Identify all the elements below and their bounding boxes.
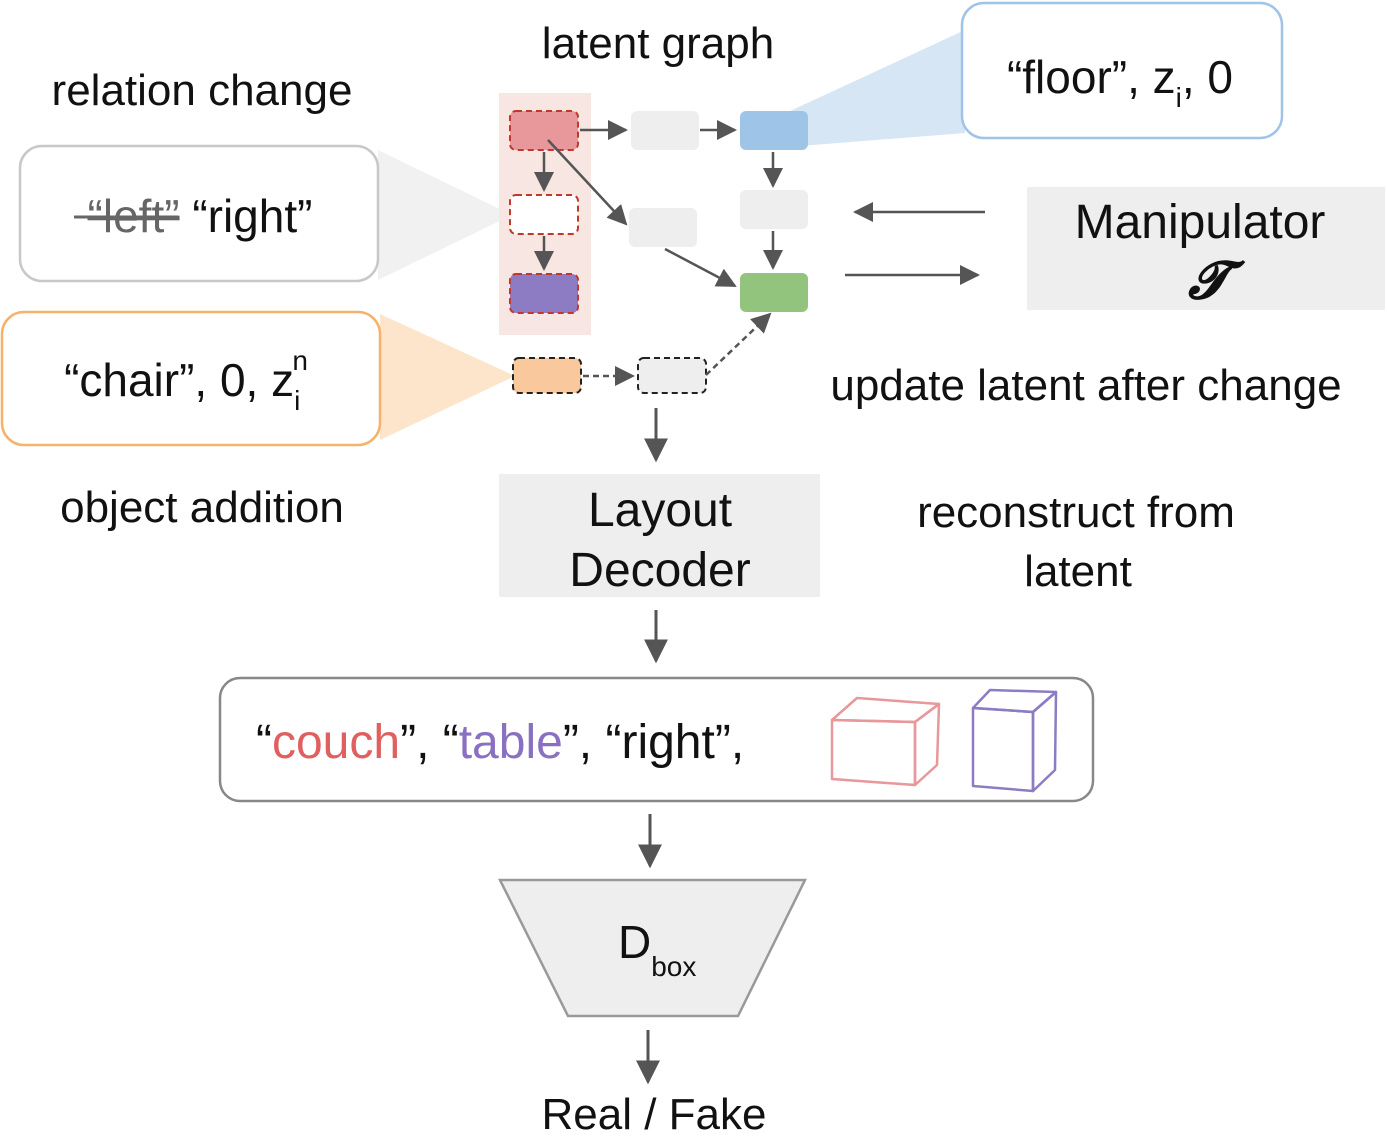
reconstruct-label-line1: reconstruct from <box>917 488 1235 537</box>
relation-callout-wedge <box>378 150 512 280</box>
layout-decoder-line1: Layout <box>588 484 732 537</box>
graph-edges <box>534 120 783 386</box>
node-table-changed <box>509 273 579 314</box>
chair-box <box>0 310 382 447</box>
new-relation-text: “right” <box>192 190 312 242</box>
output-text: “couch”, “table”, “right”, <box>256 716 744 769</box>
node-chair-added <box>512 357 582 394</box>
layout-decoder-box <box>499 474 820 597</box>
real-fake-label: Real / Fake <box>542 1090 767 1136</box>
layout-decoder-line2: Decoder <box>569 544 750 597</box>
discriminator-label: Dbox <box>618 916 696 982</box>
relation-box <box>18 144 380 283</box>
couch-word: couch <box>272 716 400 769</box>
couch-box-3d <box>830 696 941 787</box>
manipulator-box <box>1027 187 1385 310</box>
node-grey-right <box>740 190 808 229</box>
discriminator-box <box>497 878 808 1018</box>
output-box <box>218 676 1095 803</box>
flow-arrows <box>636 408 668 1085</box>
manipulator-label: Manipulator <box>1075 196 1326 249</box>
reconstruct-label-line2: latent <box>1024 547 1132 596</box>
node-chair-relation-added <box>637 357 707 394</box>
object-addition-label: object addition <box>60 483 344 532</box>
node-relation-changed <box>509 194 579 235</box>
update-latent-label: update latent after change <box>830 361 1341 410</box>
floor-callout-wedge <box>775 30 965 148</box>
node-green <box>740 273 808 312</box>
node-couch-changed <box>509 110 579 151</box>
node-grey-top <box>631 111 699 150</box>
chair-box-text: “chair”, 0, zin <box>64 345 308 416</box>
chair-callout-wedge <box>380 314 515 440</box>
latent-graph-label: latent graph <box>542 19 774 68</box>
node-floor <box>740 111 808 150</box>
floor-box <box>960 1 1284 140</box>
node-grey-mid <box>629 208 697 247</box>
floor-box-text: “floor”, zi, 0 <box>1007 51 1233 113</box>
relation-change-label: relation change <box>52 66 353 115</box>
table-word: table <box>459 716 563 769</box>
table-box-3d <box>971 688 1058 793</box>
